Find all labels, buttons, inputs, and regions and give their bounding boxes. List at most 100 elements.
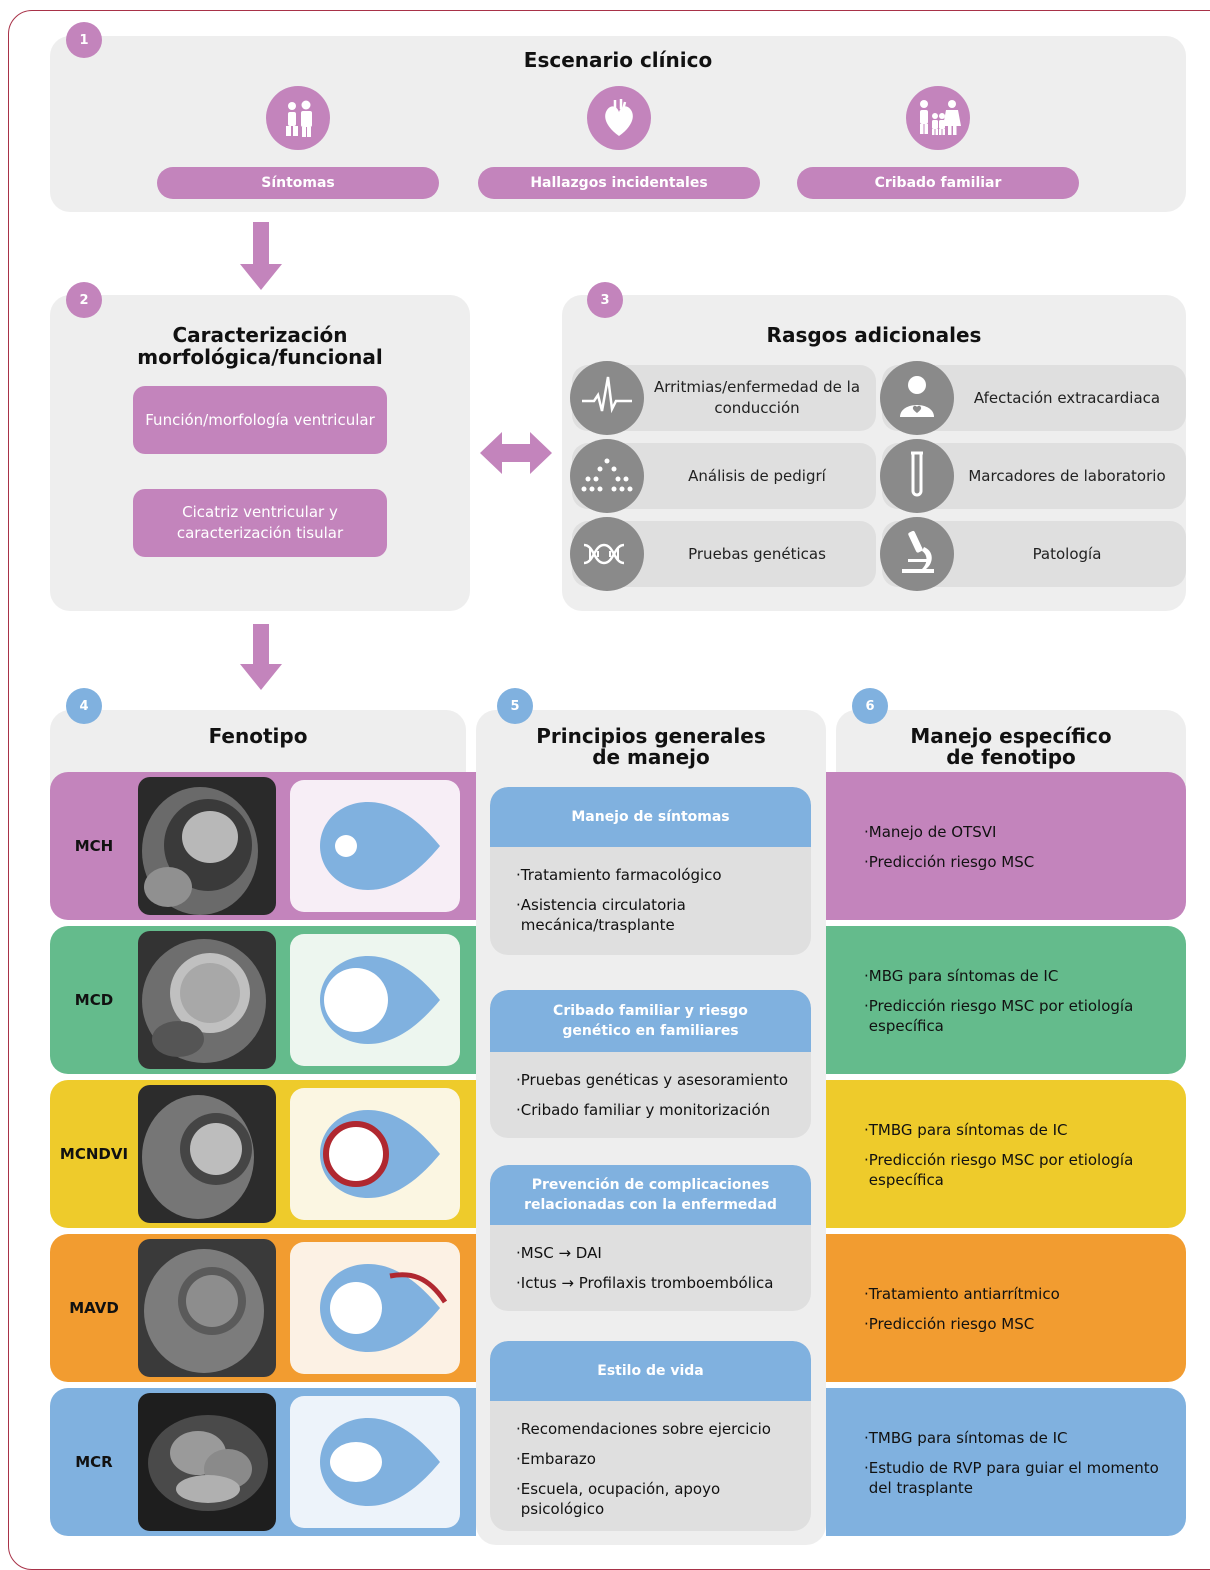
doctor-patient-icon xyxy=(266,86,330,150)
management-row-mcd: ·MBG para síntomas de IC ·Predicción rie… xyxy=(826,926,1186,1074)
double-arrow xyxy=(480,432,552,474)
badge-3: 3 xyxy=(587,282,623,318)
box-ventricular-function: Función/morfología ventricular xyxy=(133,386,387,454)
principle-box-family: Cribado familiar y riesgo genético en fa… xyxy=(490,990,811,1138)
principle-box-prevention: Prevención de complicaciones relacionada… xyxy=(490,1165,811,1311)
management-item: ·Predicción riesgo MSC por etiología esp… xyxy=(864,1150,1166,1190)
schematic-heart xyxy=(290,780,460,912)
ecg-icon xyxy=(570,361,644,435)
pill-hallazgos: Hallazgos incidentales xyxy=(478,167,760,199)
feature-pedigree: Análisis de pedigrí xyxy=(570,439,876,513)
feature-pathology: Patología xyxy=(880,517,1186,591)
management-item: ·Predicción riesgo MSC xyxy=(864,853,1035,871)
test-tube-icon xyxy=(880,439,954,513)
phenotype-label: MAVD xyxy=(69,1299,119,1317)
management-row-mcr: ·TMBG para síntomas de IC ·Estudio de RV… xyxy=(826,1388,1186,1536)
schematic-heart xyxy=(290,934,460,1066)
principle-item: ·Ictus → Profilaxis tromboembólica xyxy=(516,1274,774,1292)
principle-item: ·Asistencia circulatoria mecánica/traspl… xyxy=(516,895,797,935)
phenotype-row-mcndvi: MCNDVI xyxy=(50,1080,476,1228)
mri-image xyxy=(138,931,276,1069)
principle-item: ·Pruebas genéticas y asesoramiento xyxy=(516,1071,789,1089)
section2-title-line1: Caracterización xyxy=(172,323,348,347)
mri-image xyxy=(138,1393,276,1531)
principle-head-line1: Prevención de complicaciones xyxy=(531,1177,770,1193)
schematic-heart xyxy=(290,1396,460,1528)
section5-title-line2: de manejo xyxy=(592,745,710,769)
management-item-line2: específica xyxy=(868,1017,944,1035)
management-item-line1: ·Estudio de RVP para guiar el momento xyxy=(864,1459,1159,1477)
principle-item-line1: ·Escuela, ocupación, apoyo xyxy=(516,1480,721,1498)
principle-item: ·Tratamiento farmacológico xyxy=(516,866,722,884)
principle-head-line2: genético en familiares xyxy=(562,1023,739,1039)
management-item: ·Predicción riesgo MSC xyxy=(864,1315,1035,1333)
principle-head: Estilo de vida xyxy=(490,1341,811,1401)
phenotype-row-mcd: MCD xyxy=(50,926,476,1074)
management-row-mavd: ·Tratamiento antiarrítmico ·Predicción r… xyxy=(826,1234,1186,1382)
principle-item: ·Cribado familiar y monitorización xyxy=(516,1101,771,1119)
principle-item: ·MSC → DAI xyxy=(516,1244,602,1262)
mri-image xyxy=(138,1239,276,1377)
pill-cribado: Cribado familiar xyxy=(797,167,1079,199)
box-scar-line2: caracterización tisular xyxy=(176,524,344,542)
feature-extracardiac: Afectación extracardiaca xyxy=(880,361,1186,435)
phenotype-label: MCH xyxy=(74,837,114,855)
section1-title: Escenario clínico xyxy=(523,48,713,72)
phenotype-row-mcr: MCR xyxy=(50,1388,476,1536)
schematic-heart xyxy=(290,1088,460,1220)
management-row-mch: ·Manejo de OTSVI ·Predicción riesgo MSC xyxy=(826,772,1186,920)
phenotype-label: MCR xyxy=(75,1453,113,1471)
section6-title-line2: de fenotipo xyxy=(946,745,1076,769)
panel-morphological: Caracterización morfológica/funcional Fu… xyxy=(50,295,470,611)
management-item: ·TMBG para síntomas de IC xyxy=(864,1121,1068,1139)
feature-genetic-label: Pruebas genéticas xyxy=(688,544,826,563)
panel-additional-traits: Rasgos adicionales Arritmias/enfermedad … xyxy=(562,295,1186,611)
section6-title-line1: Manejo específico xyxy=(910,724,1112,748)
phenotype-row-mavd: MAVD xyxy=(50,1234,476,1382)
management-item: ·Predicción riesgo MSC por etiología esp… xyxy=(864,996,1166,1036)
section4-title: Fenotipo xyxy=(208,724,308,748)
section5-title-line1: Principios generales xyxy=(536,724,766,748)
feature-lab-label: Marcadores de laboratorio xyxy=(968,466,1166,485)
principle-item: ·Recomendaciones sobre ejercicio xyxy=(516,1420,771,1438)
arrow-down-1 xyxy=(240,222,282,290)
pedigree-icon xyxy=(570,439,644,513)
management-item-line2: del trasplante xyxy=(868,1479,974,1497)
dna-icon xyxy=(570,517,644,591)
management-item: ·Manejo de OTSVI xyxy=(864,823,997,841)
mri-image xyxy=(138,777,276,915)
badge-6: 6 xyxy=(852,688,888,724)
phenotype-label: MCD xyxy=(74,991,114,1009)
principle-head: Cribado familiar y riesgo genético en fa… xyxy=(490,990,811,1052)
person-heart-icon xyxy=(880,361,954,435)
management-item: ·Estudio de RVP para guiar el momento de… xyxy=(864,1458,1166,1498)
principle-item: ·Embarazo xyxy=(516,1450,596,1468)
feature-arrhythmia-line2: conducción xyxy=(714,399,800,417)
principle-item-line2: mecánica/trasplante xyxy=(520,916,675,934)
principle-head-line1: Cribado familiar y riesgo xyxy=(553,1003,748,1019)
schematic-heart xyxy=(290,1242,460,1374)
phenotype-label: MCNDVI xyxy=(59,1145,129,1163)
feature-pedigree-label: Análisis de pedigrí xyxy=(688,466,826,485)
management-item: ·MBG para síntomas de IC xyxy=(864,967,1059,985)
badge-4: 4 xyxy=(66,688,102,724)
badge-1: 1 xyxy=(66,22,102,58)
management-item-line1: ·Predicción riesgo MSC por etiología xyxy=(864,1151,1134,1169)
section2-title-line2: morfológica/funcional xyxy=(137,345,383,369)
principle-box-symptoms: Manejo de síntomas ·Tratamiento farmacol… xyxy=(490,787,811,955)
management-item: ·TMBG para síntomas de IC xyxy=(864,1429,1068,1447)
feature-arrhythmia-line1: Arritmias/enfermedad de la xyxy=(653,378,861,396)
principle-item-line2: psicológico xyxy=(520,1500,605,1518)
feature-pathology-label: Patología xyxy=(1032,544,1102,563)
mri-image xyxy=(138,1085,276,1223)
arrow-down-2 xyxy=(240,624,282,690)
box-scar-tissue: Cicatriz ventricular y caracterización t… xyxy=(133,489,387,557)
box-scar-line1: Cicatriz ventricular y xyxy=(182,503,338,521)
feature-arrhythmia: Arritmias/enfermedad de la conducción xyxy=(570,361,876,435)
badge-2: 2 xyxy=(66,282,102,318)
section3-title: Rasgos adicionales xyxy=(766,323,982,347)
feature-genetic-tests: Pruebas genéticas xyxy=(570,517,876,591)
panel-clinical-scenario: Escenario clínico Síntomas Hallazgos inc… xyxy=(50,36,1186,212)
microscope-icon xyxy=(880,517,954,591)
feature-lab-markers: Marcadores de laboratorio xyxy=(880,439,1186,513)
